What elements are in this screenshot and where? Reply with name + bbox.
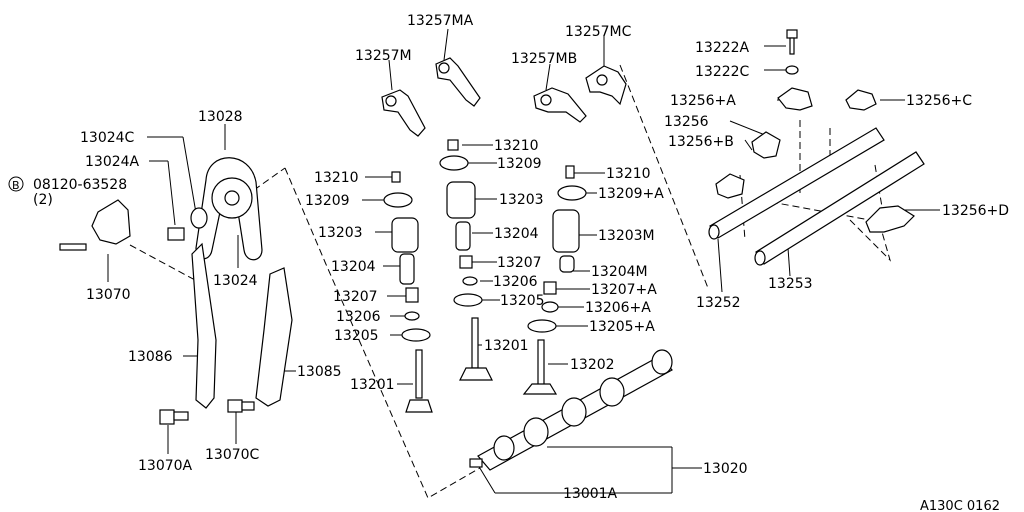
dowel-pin-13001a bbox=[469, 458, 483, 468]
label-13206-mid: 13206 bbox=[493, 274, 538, 290]
label-13204m: 13204M bbox=[591, 264, 648, 280]
tensioner-13070 bbox=[59, 199, 131, 251]
label-13206a: 13206+A bbox=[585, 300, 651, 316]
label-13207-mid: 13207 bbox=[497, 255, 542, 271]
label-13205-left: 13205 bbox=[334, 328, 379, 344]
label-13207-left: 13207 bbox=[333, 289, 378, 305]
rocker-shaft-13253 bbox=[754, 151, 925, 266]
chain-guide-13085 bbox=[255, 267, 293, 407]
bolt-13024a bbox=[167, 227, 185, 241]
label-13028: 13028 bbox=[198, 109, 243, 125]
camshaft-13020 bbox=[477, 349, 673, 471]
label-13024: 13024 bbox=[213, 273, 258, 289]
bolt-13070a bbox=[159, 409, 189, 425]
valve-stack-right bbox=[522, 165, 587, 395]
bolt-13222a bbox=[786, 29, 798, 55]
cam-sprocket-13024 bbox=[211, 177, 253, 219]
washer-13222c bbox=[785, 65, 799, 75]
label-13205-mid: 13205 bbox=[500, 293, 545, 309]
label-13257mc: 13257MC bbox=[565, 24, 632, 40]
label-13203-left: 13203 bbox=[318, 225, 363, 241]
label-13086: 13086 bbox=[128, 349, 173, 365]
rocker-13256b bbox=[715, 173, 745, 199]
label-13070a: 13070A bbox=[138, 458, 193, 474]
label-08120-qty: (2) bbox=[33, 192, 53, 208]
rocker-arm-13257mc bbox=[585, 65, 627, 106]
label-13256c: 13256+C bbox=[906, 93, 972, 109]
label-13205a: 13205+A bbox=[589, 319, 655, 335]
label-13207a: 13207+A bbox=[591, 282, 657, 298]
rocker-13256c bbox=[845, 89, 877, 111]
label-13257ma: 13257MA bbox=[407, 13, 474, 29]
bolt-symbol-letter: B bbox=[12, 179, 20, 192]
chain-guide-13086 bbox=[191, 242, 217, 409]
label-13024c: 13024C bbox=[80, 130, 135, 146]
label-13257mb: 13257MB bbox=[511, 51, 577, 67]
label-13001a: 13001A bbox=[563, 486, 618, 502]
label-13203m: 13203M bbox=[598, 228, 655, 244]
label-13209-left: 13209 bbox=[305, 193, 350, 209]
label-13256d: 13256+D bbox=[942, 203, 1009, 219]
rocker-13256a bbox=[777, 87, 813, 111]
label-13257m: 13257M bbox=[355, 48, 412, 64]
part-labels: 13257MA 13257MC 13257M 13257MB 13222A 13… bbox=[8, 13, 1009, 512]
bolt-13070c bbox=[227, 399, 255, 413]
rocker-shaft-13252 bbox=[708, 127, 885, 240]
label-13210-left: 13210 bbox=[314, 170, 359, 186]
diagram-reference-code: A130C 0162 bbox=[920, 499, 1000, 512]
label-13209a: 13209+A bbox=[598, 186, 664, 202]
rocker-arm-13257m bbox=[381, 89, 426, 137]
bolt-symbol-b-icon: B bbox=[8, 176, 24, 192]
label-13201-left: 13201 bbox=[350, 377, 395, 393]
label-13256a: 13256+A bbox=[670, 93, 736, 109]
valve-stack-middle bbox=[439, 139, 493, 381]
label-13253: 13253 bbox=[768, 276, 813, 292]
label-13070c: 13070C bbox=[205, 447, 260, 463]
label-13210-mid: 13210 bbox=[494, 138, 539, 154]
rocker-13256d bbox=[865, 205, 915, 233]
label-13024a: 13024A bbox=[85, 154, 140, 170]
label-13204-left: 13204 bbox=[331, 259, 376, 275]
label-08120: 08120-63528 bbox=[33, 177, 127, 193]
label-13256b: 13256+B bbox=[668, 134, 734, 150]
label-13201-mid: 13201 bbox=[484, 338, 529, 354]
leader-lines bbox=[107, 28, 940, 494]
washer-13024c bbox=[190, 207, 208, 229]
label-13209-mid: 13209 bbox=[497, 156, 542, 172]
label-13202: 13202 bbox=[570, 357, 615, 373]
label-13252: 13252 bbox=[696, 295, 741, 311]
label-13070: 13070 bbox=[86, 287, 131, 303]
label-13256: 13256 bbox=[664, 114, 709, 130]
rocker-arm-13257mb bbox=[533, 87, 587, 123]
label-13222c: 13222C bbox=[695, 64, 750, 80]
label-13210-right: 13210 bbox=[606, 166, 651, 182]
rocker-arm-13257ma bbox=[435, 57, 481, 107]
label-13020: 13020 bbox=[703, 461, 748, 477]
label-13085: 13085 bbox=[297, 364, 342, 380]
rocker-13256 bbox=[751, 131, 781, 159]
valve-stack-left bbox=[383, 171, 433, 413]
label-13204-mid: 13204 bbox=[494, 226, 539, 242]
label-13203-mid: 13203 bbox=[499, 192, 544, 208]
label-13222a: 13222A bbox=[695, 40, 750, 56]
label-13206-left: 13206 bbox=[336, 309, 381, 325]
